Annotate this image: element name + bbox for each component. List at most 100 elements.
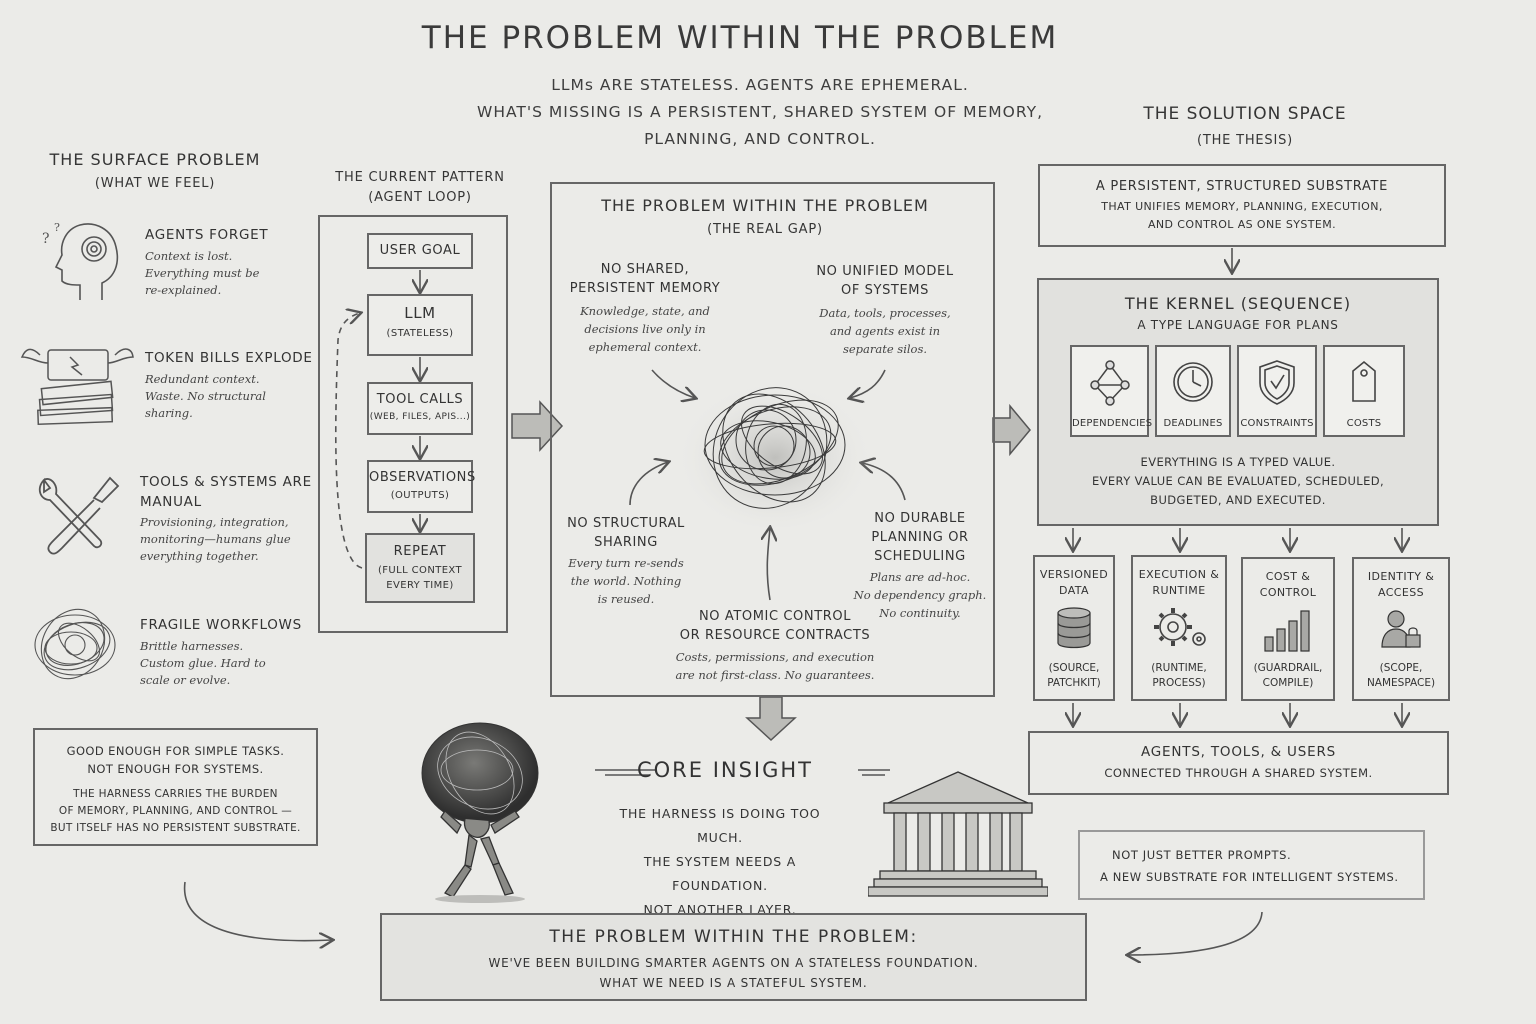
- service-identity-access: IDENTITY &ACCESS (SCOPE,NAMESPACE): [1352, 557, 1450, 701]
- gap-item-planning: NO DURABLE PLANNING OR SCHEDULING Plans …: [850, 509, 990, 622]
- gap-item-text: is reused.: [597, 592, 655, 606]
- text-line: Context is lost.: [145, 249, 233, 263]
- gap-subtitle: (THE REAL GAP): [707, 222, 823, 237]
- gap-item-title: SCHEDULING: [874, 549, 966, 564]
- surface-item-text-4: Brittle harnesses. Custom glue. Hard to …: [140, 638, 266, 689]
- gap-item-text: No dependency graph.: [853, 588, 987, 602]
- loop-title: THE CURRENT PATTERN: [335, 170, 505, 185]
- shield-icon: [1259, 360, 1295, 405]
- gap-item-title: PERSISTENT MEMORY: [569, 281, 721, 296]
- kernel-line: BUDGETED, AND EXECUTED.: [1150, 493, 1326, 507]
- kernel-item-dependencies: DEPENDENCIES: [1070, 345, 1152, 437]
- conclusion-title: THE PROBLEM WITHIN THE PROBLEM:: [549, 927, 918, 947]
- tangle-knot-icon: [675, 372, 875, 528]
- service-sub: PATCHKIT): [1047, 677, 1101, 689]
- gap-item-text: Costs, permissions, and execution: [675, 650, 875, 664]
- note-line: BUT ITSELF HAS NO PERSISTENT SUBSTRATE.: [50, 822, 301, 834]
- real-gap-box: [550, 182, 995, 697]
- conclusion-box: THE PROBLEM WITHIN THE PROBLEM: WE'VE BE…: [380, 913, 1087, 1001]
- note-line: THE HARNESS CARRIES THE BURDEN: [73, 788, 278, 800]
- solution-note-line: NOT JUST BETTER PROMPTS.: [1112, 848, 1292, 862]
- temple-icon: [868, 771, 1048, 897]
- kernel-item-label: COSTS: [1346, 418, 1382, 429]
- gear-icon: [1154, 608, 1206, 646]
- step-label: TOOL CALLS: [376, 392, 464, 407]
- surface-title: THE SURFACE PROBLEM: [49, 150, 261, 169]
- substrate-line: AND CONTROL AS ONE SYSTEM.: [1147, 218, 1336, 231]
- gap-item-text: ephemeral context.: [588, 340, 702, 354]
- price-tag-icon: [1352, 360, 1376, 402]
- gap-item-title: NO STRUCTURAL: [567, 516, 685, 531]
- text-line: scale or evolve.: [140, 673, 231, 687]
- gap-item-text: are not first-class. No guarantees.: [675, 668, 875, 682]
- agents-box: AGENTS, TOOLS, & USERS CONNECTED THROUGH…: [1028, 731, 1449, 795]
- loop-step-repeat: REPEAT (FULL CONTEXT EVERY TIME): [365, 533, 475, 603]
- note-line: NOT ENOUGH FOR SYSTEMS.: [87, 762, 264, 776]
- gap-title: THE PROBLEM WITHIN THE PROBLEM: [601, 196, 929, 215]
- service-sub: (RUNTIME,: [1151, 662, 1207, 674]
- text-line: Custom glue. Hard to: [140, 656, 266, 670]
- kernel-subtitle: A TYPE LANGUAGE FOR PLANS: [1137, 318, 1339, 332]
- kernel-text: EVERYTHING IS A TYPED VALUE. EVERY VALUE…: [1039, 453, 1437, 510]
- agents-text: CONNECTED THROUGH A SHARED SYSTEM.: [1104, 766, 1373, 780]
- substrate-line: A PERSISTENT, STRUCTURED SUBSTRATE: [1095, 179, 1389, 194]
- text-line: sharing.: [145, 406, 193, 420]
- step-sub: (OUTPUTS): [390, 490, 450, 501]
- loop-step-observations: OBSERVATIONS (OUTPUTS): [367, 460, 476, 513]
- text-line: Everything must be: [145, 266, 260, 280]
- note-line: OF MEMORY, PLANNING, AND CONTROL —: [58, 805, 293, 817]
- loop-step-user-goal: USER GOAL: [367, 233, 473, 269]
- substrate-box: A PERSISTENT, STRUCTURED SUBSTRATE THAT …: [1038, 164, 1446, 247]
- conclusion-line: WHAT WE NEED IS A STATEFUL SYSTEM.: [599, 976, 868, 990]
- core-insight-title: CORE INSIGHT: [636, 758, 814, 782]
- step-label: OBSERVATIONS: [369, 470, 476, 485]
- loop-step-llm: LLM (STATELESS): [367, 294, 473, 356]
- step-sub: (STATELESS): [386, 328, 454, 339]
- substrate-line: THAT UNIFIES MEMORY, PLANNING, EXECUTION…: [1101, 200, 1383, 213]
- surface-item-title-3: TOOLS & SYSTEMS ARE MANUAL: [140, 472, 312, 512]
- service-title: IDENTITY &: [1367, 570, 1435, 583]
- surface-item-text-1: Context is lost. Everything must be re-e…: [145, 248, 259, 299]
- wrench-screwdriver-icon: [38, 476, 120, 555]
- conclusion-line: WE'VE BEEN BUILDING SMARTER AGENTS ON A …: [488, 956, 979, 970]
- surface-note-box: GOOD ENOUGH FOR SIMPLE TASKS. NOT ENOUGH…: [33, 728, 318, 846]
- svg-text:?: ?: [54, 221, 60, 234]
- surface-item-text-3: Provisioning, integration, monitoring—hu…: [140, 514, 291, 565]
- gap-item-text: Every turn re-sends: [568, 556, 684, 570]
- text-line: everything together.: [140, 549, 259, 563]
- user-lock-icon: [1381, 610, 1421, 648]
- bar-chart-icon: [1264, 610, 1310, 652]
- surface-item-text-2: Redundant context. Waste. No structural …: [145, 371, 266, 422]
- gap-item-title: SHARING: [594, 535, 658, 550]
- service-title: EXECUTION &: [1138, 568, 1220, 581]
- solution-note-box: NOT JUST BETTER PROMPTS. A NEW SUBSTRATE…: [1078, 830, 1425, 900]
- gap-item-title: OF SYSTEMS: [841, 283, 929, 298]
- service-sub: (GUARDRAIL,: [1253, 662, 1323, 674]
- step-sub: (FULL CONTEXT: [377, 565, 463, 576]
- service-title: RUNTIME: [1152, 584, 1206, 597]
- core-insight-text: THE HARNESS IS DOING TOO MUCH. THE SYSTE…: [595, 802, 845, 922]
- service-title: COST &: [1265, 570, 1311, 583]
- step-label: LLM: [404, 304, 436, 322]
- page-title: THE PROBLEM WITHIN THE PROBLEM: [421, 20, 1059, 56]
- agents-title: AGENTS, TOOLS, & USERS: [1140, 744, 1336, 760]
- loop-subtitle: (AGENT LOOP): [368, 190, 472, 205]
- service-sub: PROCESS): [1152, 677, 1206, 689]
- gap-item-title: NO DURABLE: [874, 511, 966, 526]
- surface-item-title-2: TOKEN BILLS EXPLODE: [145, 350, 313, 366]
- service-title: CONTROL: [1259, 586, 1317, 599]
- subtitle-line-3: PLANNING, AND CONTROL.: [644, 130, 876, 148]
- tangle-icon: [34, 608, 116, 680]
- subtitle-line-1: LLMs ARE STATELESS. AGENTS ARE EPHEMERAL…: [551, 76, 969, 94]
- text-line: Waste. No structural: [145, 389, 266, 403]
- text-line: re-explained.: [145, 283, 222, 297]
- step-label: USER GOAL: [379, 243, 461, 258]
- service-sub: COMPILE): [1262, 677, 1314, 689]
- gap-item-text: Data, tools, processes,: [819, 306, 951, 320]
- kernel-item-label: DEADLINES: [1163, 418, 1223, 429]
- service-title: DATA: [1059, 584, 1089, 597]
- title-line: TOOLS & SYSTEMS ARE: [140, 474, 312, 490]
- gap-item-title: NO UNIFIED MODEL: [816, 264, 954, 279]
- gap-item-title: NO ATOMIC CONTROL: [698, 609, 852, 624]
- title-line: MANUAL: [140, 494, 202, 510]
